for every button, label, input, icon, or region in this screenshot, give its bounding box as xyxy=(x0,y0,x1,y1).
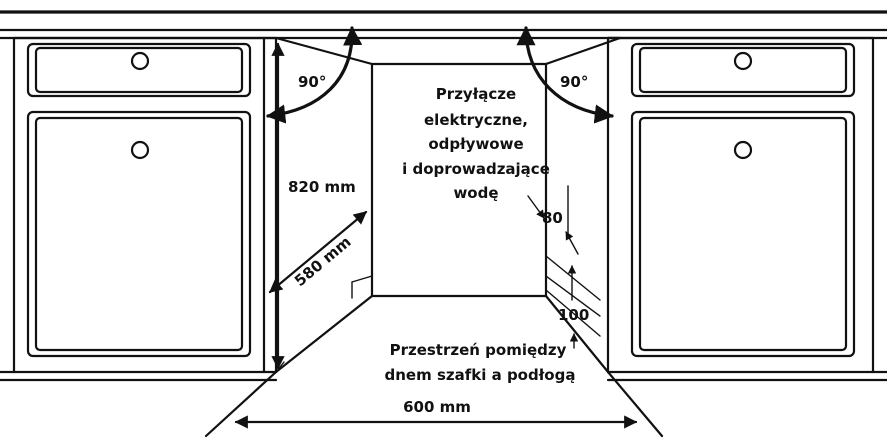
angle-label-right: 90° xyxy=(560,73,588,91)
dimension-arrows xyxy=(234,26,638,429)
angle-label-left: 90° xyxy=(298,73,326,91)
connection-area-lines xyxy=(545,179,601,337)
right-cabinet xyxy=(606,36,875,374)
connections-line: i doprowadzające xyxy=(402,160,550,178)
connections-line: odpływowe xyxy=(428,135,523,153)
countertop xyxy=(0,10,887,40)
door-knob xyxy=(130,140,150,160)
gap-note: Przestrzeń pomiędzy dnem szafki a podłog… xyxy=(385,341,576,384)
dim-80-label: 80 xyxy=(542,209,563,227)
width-label: 600 mm xyxy=(403,398,471,416)
gap-line: dnem szafki a podłogą xyxy=(385,366,576,384)
connections-note: Przyłącze elektryczne, odpływowe i dopro… xyxy=(402,85,550,202)
gap-line: Przestrzeń pomiędzy xyxy=(390,341,567,359)
dim-100-label: 100 xyxy=(558,306,589,324)
left-cabinet xyxy=(12,36,266,374)
depth-label: 580 mm xyxy=(291,233,355,290)
angle-arc-right xyxy=(516,26,614,124)
drawer-knob xyxy=(733,51,753,71)
depth-arrow xyxy=(268,210,368,294)
leader-80 xyxy=(527,195,545,219)
connections-line: wodę xyxy=(453,184,498,202)
plinth xyxy=(0,370,887,382)
angle-arc-left xyxy=(266,26,363,124)
drawer-knob xyxy=(130,51,150,71)
door-knob xyxy=(733,140,753,160)
connections-line: Przyłącze xyxy=(436,85,516,103)
height-label: 820 mm xyxy=(288,178,356,196)
connections-line: elektryczne, xyxy=(424,111,528,129)
arrow-80-lower xyxy=(565,231,579,255)
